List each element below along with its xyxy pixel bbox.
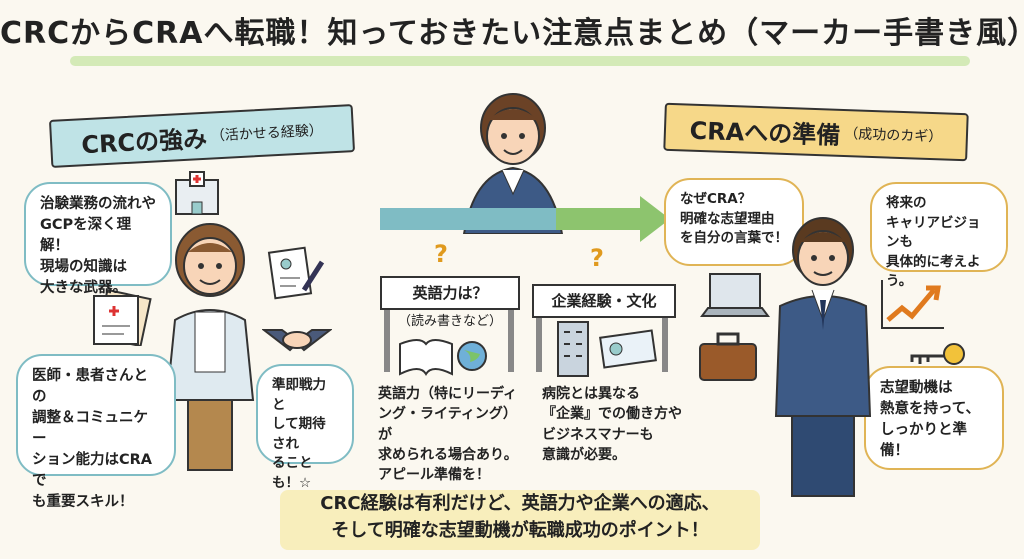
transition-arrow-bar-end <box>556 208 642 230</box>
cra-bubble-preparation: 志望動機は 熱意を持って、 しっかりと準備！ <box>864 366 1004 470</box>
hurdle-sign-english: 英語力は？ <box>380 276 520 310</box>
hurdle-post <box>384 290 390 372</box>
cra-person-illustration <box>774 217 872 497</box>
laptop-icon <box>700 273 770 317</box>
clipboard-pen-icon <box>267 246 325 300</box>
office-building-icon <box>557 321 657 377</box>
question-mark-icon: ? <box>434 240 448 268</box>
summary-highlight <box>280 490 760 550</box>
question-mark-icon: ? <box>590 244 604 272</box>
cra-bubble-motivation: なぜCRA？ 明確な志望理由 を自分の言葉で！ <box>664 178 804 266</box>
key-icon <box>910 343 965 365</box>
crc-strengths-subtitle: （活かせる経験） <box>210 122 324 145</box>
hurdle-sign-corporate: 企業経験・文化 <box>532 284 676 318</box>
crc-strengths-title: CRCの強み <box>80 124 208 159</box>
title-underline <box>70 56 970 66</box>
crc-bubble-communication: 医師・患者さんとの 調整＆コミュニケー ション能力はCRAで も重要スキル！ <box>16 354 176 510</box>
crc-strengths-banner: CRCの強み （活かせる経験） <box>48 104 356 168</box>
crc-person-illustration <box>165 223 255 471</box>
hurdle-post <box>662 298 668 372</box>
summary-text: CRC経験は有利だけど、英語力や企業への適応、 そして明確な志望動機が転職成功の… <box>320 493 720 541</box>
page-title: CRCからCRAへ転職！知っておきたい注意点まとめ（マーカー手書き風） <box>0 16 1024 51</box>
hurdle-post <box>536 298 542 372</box>
cra-bubble-career-vision: 将来の キャリアビジョンも 具体的に考えよう。 <box>870 182 1008 289</box>
crc-bubble-ready: 準即戦力と して期待され ることも！☆ <box>256 364 354 491</box>
documents-icon <box>93 290 152 346</box>
hospital-icon <box>175 171 219 215</box>
hurdle-note-english: 英語力（特にリーディ ング・ライティング）が 求められる場合あり。 アピール準備… <box>378 386 518 484</box>
book-globe-icon <box>399 339 487 376</box>
briefcase-icon <box>699 332 757 381</box>
growth-arrow-icon <box>881 280 944 329</box>
hurdle-note-corporate: 病院とは異なる 『企業』での働き方や ビジネスマナーも 意識が必要。 <box>542 386 682 463</box>
hurdle-post <box>508 290 514 372</box>
cra-prep-subtitle: （成功のカギ） <box>843 125 943 146</box>
hurdle-sign-english-sub: （読み書きなど） <box>397 314 502 329</box>
handshake-icon <box>262 329 332 352</box>
cra-prep-banner: CRAへの準備 （成功のカギ） <box>663 102 969 162</box>
crc-bubble-gcp: 治験業務の流れや GCPを深く理解！ 現場の知識は 大きな武器。 <box>24 182 172 296</box>
cra-prep-title: CRAへの準備 <box>689 116 841 150</box>
